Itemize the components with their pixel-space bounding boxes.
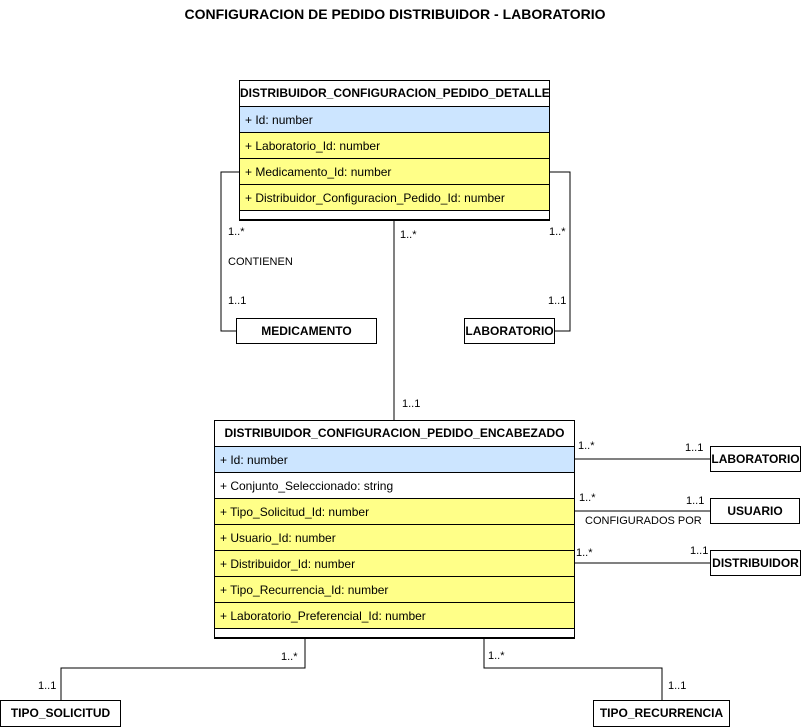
detalle-field: + Medicamento_Id: number [240,159,549,185]
encabezado-field: + Conjunto_Seleccionado: string [215,473,574,499]
cardinality-label: 1..* [549,226,566,238]
entity-detalle[interactable]: DISTRIBUIDOR_CONFIGURACION_PEDIDO_DETALL… [239,80,550,221]
diagram-title: CONFIGURACION DE PEDIDO DISTRIBUIDOR - L… [184,6,606,22]
entity-tipo-solicitud[interactable]: TIPO_SOLICITUD [0,700,121,727]
cardinality-label: 1..1 [686,495,705,507]
entity-medicamento[interactable]: MEDICAMENTO [236,318,377,344]
cardinality-label: 1..* [576,547,593,559]
cardinality-label: 1..1 [228,295,247,307]
entity-distribuidor[interactable]: DISTRIBUIDOR [710,550,801,576]
detalle-field: + Laboratorio_Id: number [240,133,549,159]
relationship-label: CONFIGURADOS POR [585,515,702,527]
entity-detalle-footer [240,211,549,220]
encabezado-field: + Distribuidor_Id: number [215,551,574,577]
entity-encabezado-footer [215,629,574,638]
detalle-field: + Distribuidor_Configuracion_Pedido_Id: … [240,185,549,211]
link-detalle-medicamento [220,171,239,332]
encabezado-field: + Usuario_Id: number [215,525,574,551]
link-encabezado-tipo-solicitud [60,636,306,701]
entity-detalle-header: DISTRIBUIDOR_CONFIGURACION_PEDIDO_DETALL… [240,81,549,107]
cardinality-label: 1..* [400,229,417,241]
cardinality-label: 1..1 [685,442,704,454]
entity-encabezado-header: DISTRIBUIDOR_CONFIGURACION_PEDIDO_ENCABE… [215,421,574,447]
entity-tipo-recurrencia[interactable]: TIPO_RECURRENCIA [593,700,730,727]
entity-laboratorio-top[interactable]: LABORATORIO [464,318,555,344]
encabezado-field: + Laboratorio_Preferencial_Id: number [215,603,574,629]
cardinality-label: 1..1 [690,545,709,557]
detalle-field: + Id: number [240,107,549,133]
link-encabezado-tipo-recurrencia [483,636,663,701]
cardinality-label: 1..1 [38,680,57,692]
encabezado-field: + Tipo_Solicitud_Id: number [215,499,574,525]
cardinality-label: 1..* [578,440,595,452]
cardinality-label: 1..* [228,226,245,238]
encabezado-field: + Id: number [215,447,574,473]
entity-laboratorio-right[interactable]: LABORATORIO [710,446,801,472]
link-detalle-laboratorio [549,171,571,332]
cardinality-label: 1..1 [668,680,687,692]
encabezado-field: + Tipo_Recurrencia_Id: number [215,577,574,603]
entity-usuario[interactable]: USUARIO [710,498,800,524]
cardinality-label: 1..1 [402,398,421,410]
cardinality-label: 1..* [281,651,298,663]
relationship-label: CONTIENEN [228,256,293,268]
entity-encabezado[interactable]: DISTRIBUIDOR_CONFIGURACION_PEDIDO_ENCABE… [214,420,575,639]
cardinality-label: 1..* [579,492,596,504]
cardinality-label: 1..1 [548,295,567,307]
cardinality-label: 1..* [488,650,505,662]
